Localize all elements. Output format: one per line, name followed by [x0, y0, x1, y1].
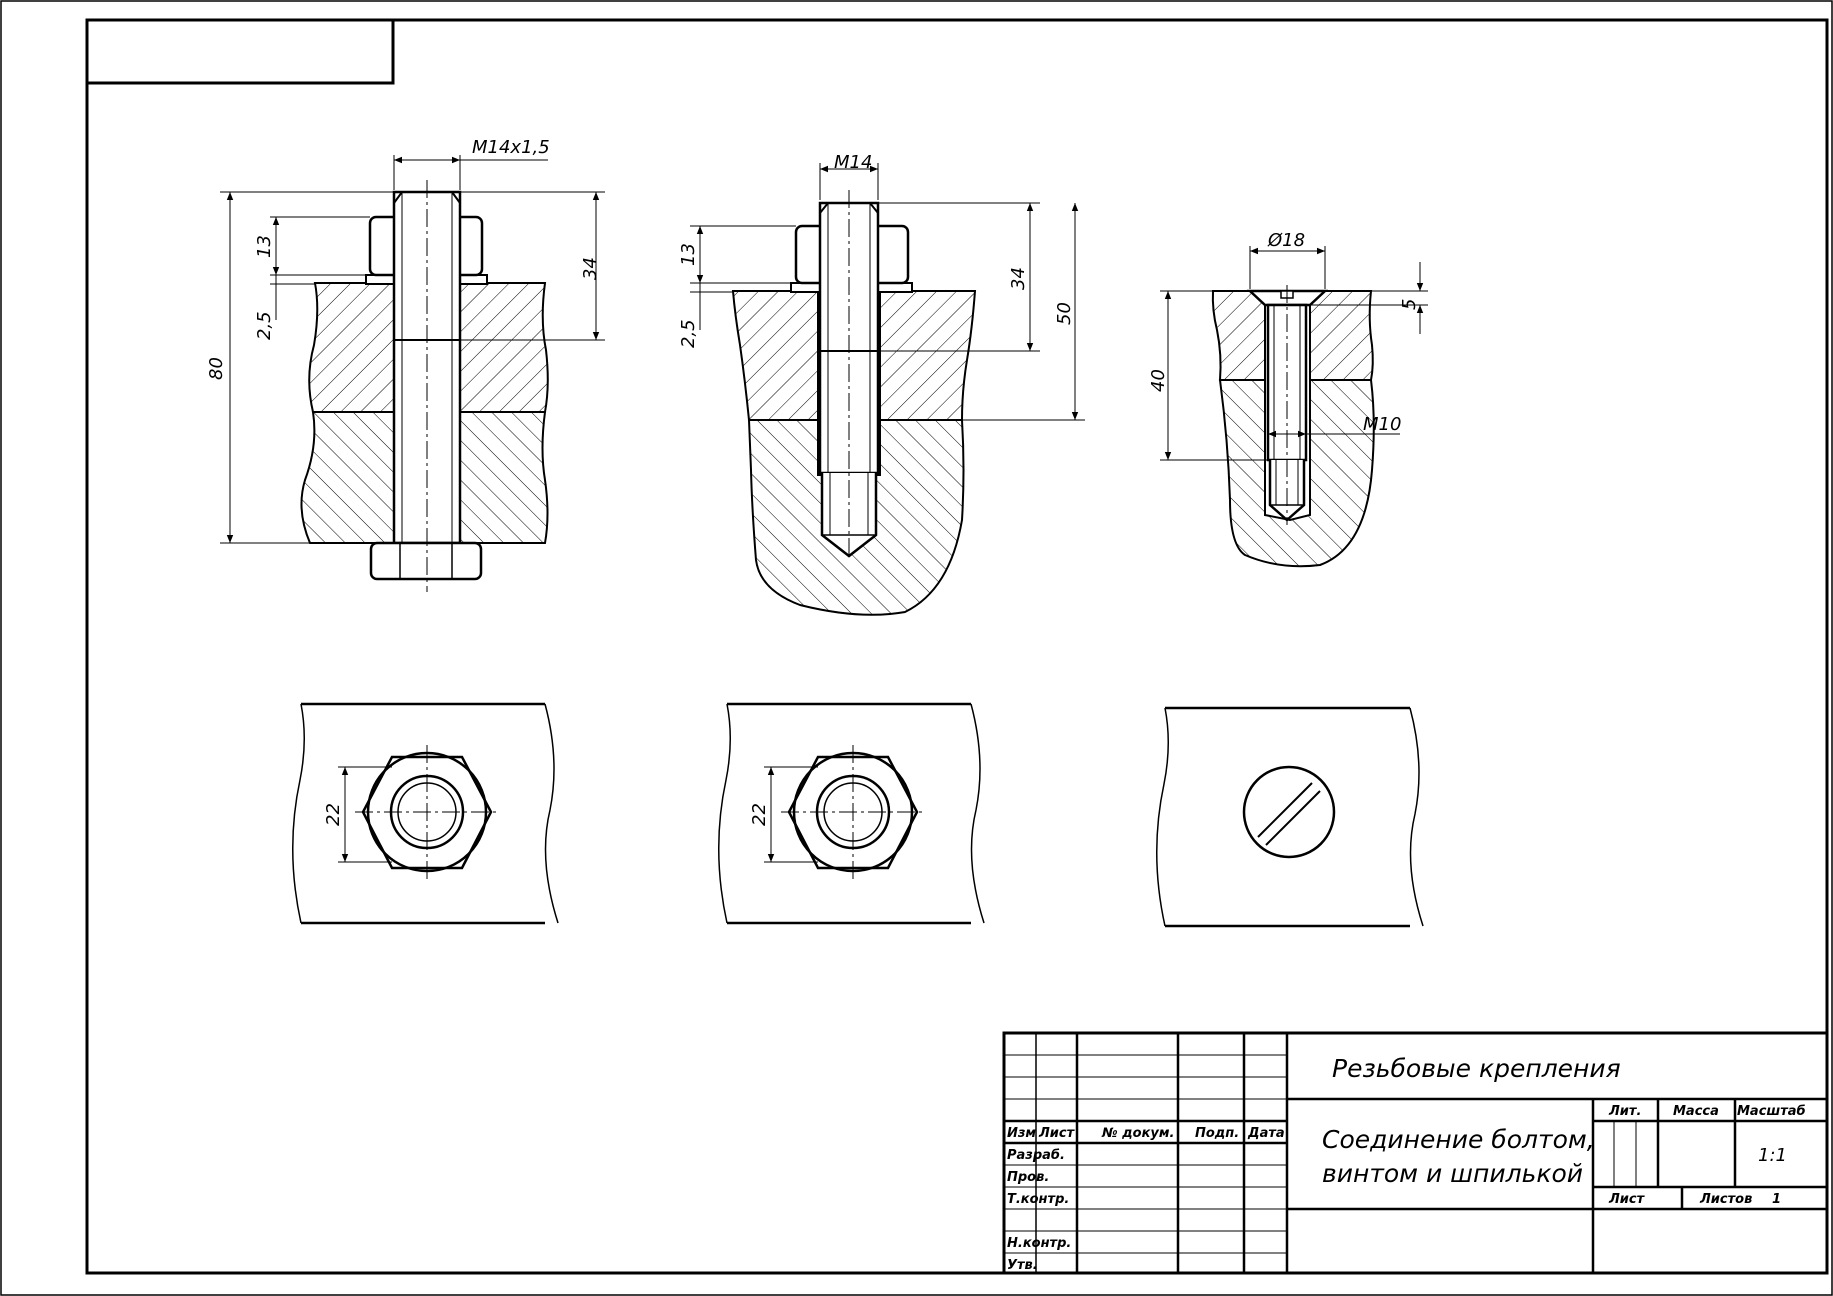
- stud-washer-dim: 2,5: [678, 319, 699, 348]
- screw-base-part: [1218, 379, 1375, 568]
- screw-dimensions: [1160, 246, 1428, 461]
- title-block: [1002, 1031, 1829, 1275]
- tb-header-sign: Подп.: [1195, 1126, 1239, 1141]
- tb-sheet-label: Лист: [1608, 1192, 1646, 1207]
- bolt-dimensions: [220, 155, 605, 544]
- screw-joint-section: [1211, 285, 1375, 568]
- tb-subtitle-line2: винтом и шпилькой: [1322, 1159, 1583, 1188]
- bolt-nut-across-dim: 22: [323, 803, 344, 826]
- screw-upper-plate: [1211, 290, 1266, 381]
- bolt-joint-section: [300, 180, 549, 592]
- tb-header-doc-no: № докум.: [1101, 1126, 1174, 1141]
- bolt-length-dim: 80: [206, 357, 227, 380]
- bolt-lower-plate-right: [459, 411, 549, 544]
- stud-nut-height-dim: 13: [678, 243, 699, 266]
- bolt-upper-plate: [308, 282, 395, 413]
- screw-thread-dim: M10: [1363, 414, 1401, 435]
- tb-sheets-value: 1: [1772, 1192, 1781, 1207]
- screw-head-diameter-dim: Ø18: [1267, 230, 1305, 251]
- tb-role-tkontr: Т.контр.: [1007, 1192, 1069, 1207]
- bolt-head: [369, 541, 483, 581]
- stud-joint-section: [731, 190, 977, 616]
- screw-head-height-dim: 5: [1399, 299, 1420, 310]
- bolt-washer-dim: 2,5: [254, 311, 275, 340]
- bolt-upper-plate-right: [459, 282, 549, 413]
- stud-length-dim: 50: [1054, 302, 1075, 325]
- tb-scale-value: 1:1: [1758, 1145, 1787, 1166]
- tb-role-prov: Пров.: [1007, 1170, 1049, 1185]
- screw-top-view: [1156, 706, 1424, 928]
- tb-header-izm: Изм: [1007, 1126, 1036, 1141]
- bolt-top-view: [292, 702, 559, 925]
- tb-role-razrab: Разраб.: [1007, 1148, 1065, 1163]
- stud-top-view: [718, 702, 985, 925]
- tb-subtitle-line1: Соединение болтом,: [1322, 1125, 1595, 1154]
- tb-header-list: Лист: [1038, 1126, 1076, 1141]
- bolt-protrusion-dim: 34: [580, 257, 601, 280]
- tb-sheets-label: Листов: [1699, 1192, 1752, 1207]
- stud-protrusion-dim: 34: [1008, 267, 1029, 290]
- tb-header-date: Дата: [1247, 1126, 1285, 1141]
- tb-role-nkontr: Н.контр.: [1007, 1236, 1071, 1251]
- stud-thread-dim: M14: [834, 152, 872, 173]
- stud-dimensions: [690, 163, 1085, 421]
- tb-role-utv: Утв.: [1007, 1258, 1038, 1273]
- stud-upper-plate-right: [879, 290, 977, 421]
- bolt-thread-dim: M14x1,5: [472, 137, 550, 158]
- screw-length-dim: 40: [1148, 369, 1169, 392]
- tb-title: Резьбовые крепления: [1332, 1054, 1621, 1083]
- bolt-nut-height-dim: 13: [254, 235, 275, 258]
- stud-nut-across-dim: 22: [749, 803, 770, 826]
- tb-mass-label: Масса: [1673, 1104, 1719, 1119]
- bolt-lower-plate: [300, 411, 395, 544]
- tb-lit-label: Лит.: [1608, 1104, 1641, 1119]
- screw-upper-plate-right: [1309, 290, 1374, 381]
- tb-scale-label: Масштаб: [1737, 1104, 1806, 1119]
- stud-upper-plate: [731, 290, 819, 421]
